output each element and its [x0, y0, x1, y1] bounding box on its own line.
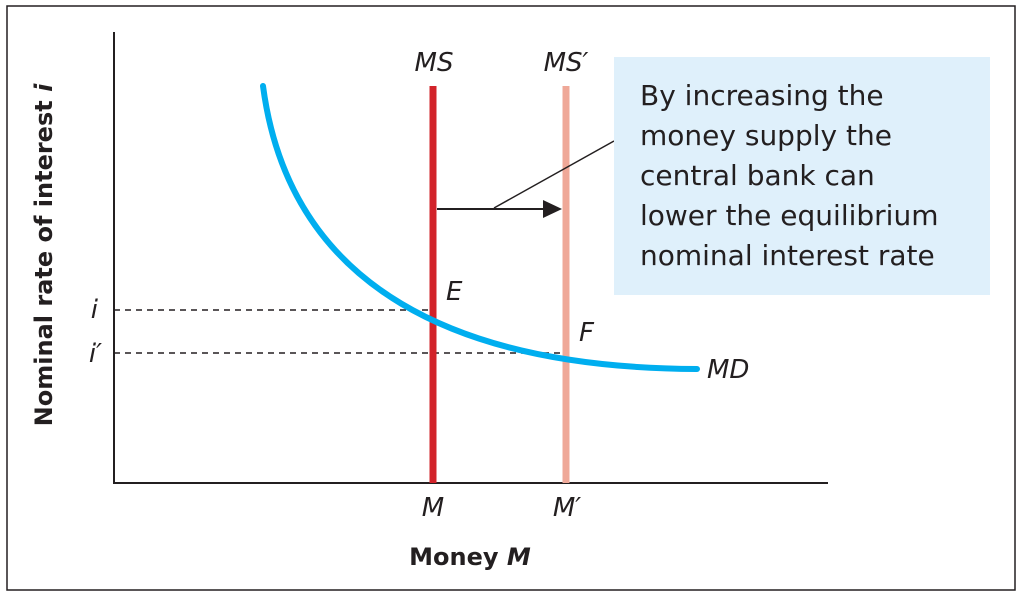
x-axis-title: Money M — [409, 543, 531, 571]
point-e-label: E — [446, 277, 463, 307]
md-curve — [260, 83, 700, 372]
callout-text-canvas: By increasing the money supply the centr… — [640, 79, 938, 272]
md-label: MD — [707, 355, 749, 385]
y-axis-title-symbol: i — [30, 83, 58, 92]
y-tick-i: i — [91, 295, 99, 325]
callout-box: By increasing the money supply the centr… — [614, 57, 990, 295]
callout-line-2: money supply the — [640, 119, 892, 152]
x-tick-m-prime: M′ — [553, 493, 581, 523]
y-axis-title: Nominal rate of interest i — [30, 83, 58, 426]
x-axis-title-symbol: M — [507, 543, 531, 571]
callout-line-5: nominal interest rate — [640, 239, 935, 272]
ms-label: MS — [415, 48, 454, 78]
callout-line-1: By increasing the — [640, 79, 884, 112]
x-tick-m: M — [422, 493, 444, 523]
callout-line-3: central bank can — [640, 159, 875, 192]
ms-prime-label: MS′ — [544, 48, 589, 78]
y-axis-title-text: Nominal rate of interest — [30, 100, 58, 426]
callout-pointer — [493, 140, 615, 209]
point-f-label: F — [579, 318, 595, 348]
y-tick-i-prime: i′ — [89, 339, 102, 369]
callout-line-4: lower the equilibrium — [640, 199, 938, 232]
shift-arrowhead — [543, 200, 562, 218]
x-axis-title-text: Money — [409, 543, 499, 571]
figure-frame — [6, 5, 1016, 591]
